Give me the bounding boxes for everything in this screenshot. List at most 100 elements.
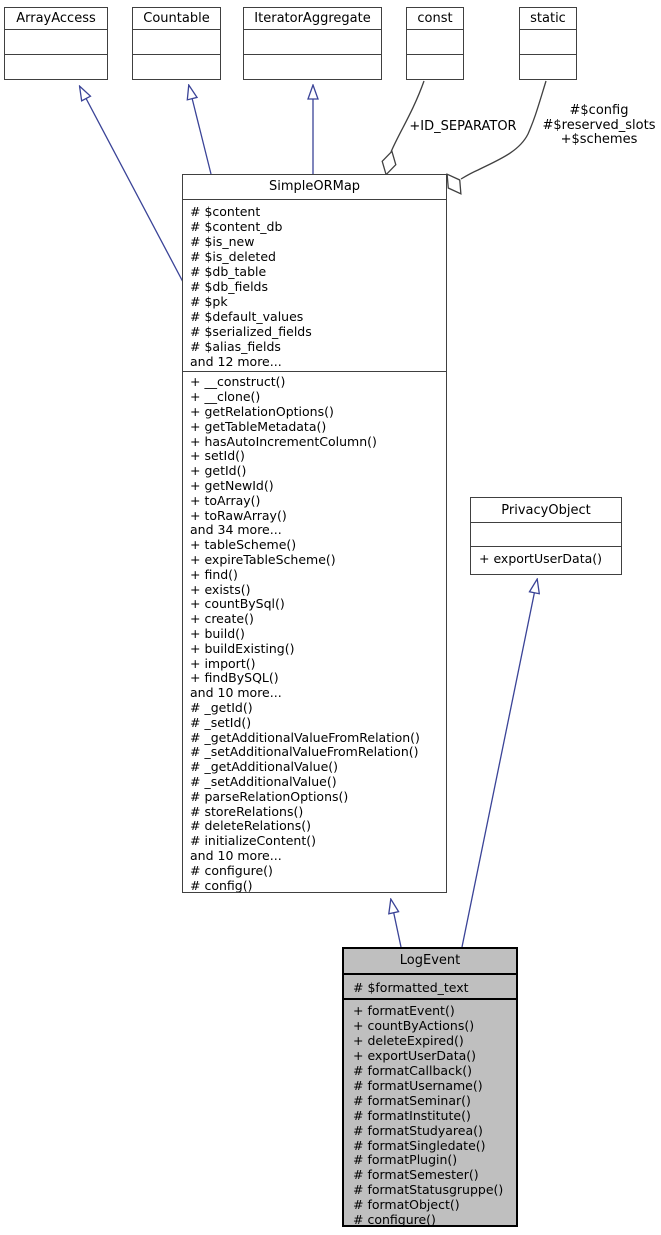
member-row: + findBySQL() [190, 671, 279, 686]
member-row: # $is_new [190, 233, 255, 249]
member-row: + find() [190, 567, 238, 582]
member-row: # configure() [190, 863, 273, 878]
member-row: # $serialized_fields [190, 323, 312, 339]
methods-compartment [5, 54, 107, 79]
member-row: # deleteRelations() [190, 819, 311, 834]
member-row: # formatUsername() [353, 1078, 483, 1093]
attributes-compartment [5, 29, 107, 54]
member-row: # _getAdditionalValueFromRelation() [190, 730, 420, 745]
member-row: # $pk [190, 293, 228, 309]
edge-label-static-members: #$config #$reserved_slots +$schemes [538, 103, 660, 148]
class-title: static [530, 11, 566, 26]
inheritance-edge-countable [189, 86, 212, 175]
edge-label-id-separator: +ID_SEPARATOR [409, 119, 517, 134]
edge-label-line: #$config [569, 103, 629, 118]
edge-label-line: +$schemes [560, 132, 638, 148]
class-box-arrayaccess[interactable]: ArrayAccess [4, 7, 108, 80]
member-row: # $default_values [190, 308, 304, 324]
member-row: + toArray() [190, 493, 261, 508]
member-row: and 34 more... [190, 523, 282, 538]
attributes-compartment [471, 522, 621, 546]
member-row: # _getAdditionalValue() [190, 760, 339, 775]
member-row: # formatStatusgruppe() [353, 1183, 504, 1198]
member-row: + getId() [190, 464, 247, 479]
methods-compartment [407, 54, 463, 79]
member-row: + tableScheme() [190, 538, 297, 553]
methods-compartment: + __construct()+ __clone()+ getRelationO… [183, 371, 446, 892]
member-row: and 10 more... [190, 848, 282, 863]
class-box-iteratoraggregate[interactable]: IteratorAggregate [243, 7, 382, 80]
member-row: + import() [190, 656, 256, 671]
member-row: # formatInstitute() [353, 1108, 471, 1123]
member-row: # $is_deleted [190, 248, 276, 264]
class-title: ArrayAccess [16, 11, 96, 26]
member-row: # storeRelations() [190, 804, 304, 819]
methods-compartment [520, 54, 576, 79]
class-box-const[interactable]: const [406, 7, 464, 80]
attributes-compartment [244, 29, 381, 54]
attributes-compartment: # $formatted_text [344, 972, 516, 999]
aggregation-edge-const [390, 80, 425, 153]
aggregation-diamond-const [381, 150, 397, 176]
member-row: + create() [190, 612, 254, 627]
member-row: # formatStudyarea() [353, 1123, 483, 1138]
member-row: + __clone() [190, 390, 261, 405]
member-row: + exportUserData() [353, 1049, 477, 1064]
class-box-simpleormap[interactable]: SimpleORMap # $content# $content_db# $is… [182, 174, 447, 893]
inheritance-edge-privacyobject [461, 580, 537, 948]
methods-compartment [133, 54, 220, 79]
methods-compartment: + formatEvent()+ countByActions()+ delet… [344, 998, 516, 1225]
methods-compartment: + exportUserData() [471, 546, 621, 574]
member-row: # formatSingledate() [353, 1138, 486, 1153]
member-row: + build() [190, 627, 245, 642]
member-row: # _getId() [190, 701, 253, 716]
member-row: + exists() [190, 582, 251, 597]
member-row: # formatSeminar() [353, 1093, 471, 1108]
member-row: + toRawArray() [190, 508, 287, 523]
attributes-compartment [520, 29, 576, 54]
class-title: SimpleORMap [268, 179, 361, 195]
member-row: # $db_table [190, 263, 267, 279]
member-row: + setId() [190, 449, 245, 464]
member-row: # $alias_fields [190, 338, 281, 354]
inheritance-edge-simpleormap [391, 900, 402, 948]
class-box-static[interactable]: static [519, 7, 577, 80]
member-row: and 10 more... [190, 686, 282, 701]
member-row: # formatPlugin() [353, 1153, 458, 1168]
member-row: + buildExisting() [190, 641, 295, 656]
member-row: # _setId() [190, 715, 252, 730]
member-row: # parseRelationOptions() [190, 789, 349, 804]
member-row: # configure() [353, 1213, 436, 1225]
attributes-compartment: # $content# $content_db# $is_new# $is_de… [183, 198, 446, 372]
member-row: + countBySql() [190, 597, 285, 612]
member-row: # config() [190, 878, 253, 892]
member-row: # formatSemester() [353, 1168, 479, 1183]
edge-label-line: #$reserved_slots [542, 117, 656, 133]
member-row: # $db_fields [190, 278, 269, 294]
attributes-compartment [407, 29, 463, 54]
class-title: const [417, 11, 453, 26]
member-row: + formatEvent() [353, 1004, 455, 1019]
class-title: LogEvent [399, 953, 461, 969]
member-row: + expireTableScheme() [190, 553, 336, 568]
methods-compartment [244, 54, 381, 79]
member-row: + __construct() [190, 375, 286, 390]
member-row: # formatCallback() [353, 1064, 472, 1079]
member-row: + hasAutoIncrementColumn() [190, 434, 377, 449]
attributes-compartment [133, 29, 220, 54]
member-row: + exportUserData() [479, 551, 603, 566]
member-row: # _setAdditionalValue() [190, 775, 337, 789]
member-row: # formatObject() [353, 1198, 460, 1213]
member-row: # $content_db [190, 218, 283, 234]
member-row: # $content [190, 203, 261, 219]
class-title: PrivacyObject [501, 502, 591, 518]
member-row: # $formatted_text [353, 979, 469, 995]
member-row: + countByActions() [353, 1019, 475, 1034]
member-row: + getRelationOptions() [190, 405, 334, 420]
class-box-logevent[interactable]: LogEvent # $formatted_text + formatEvent… [342, 947, 518, 1227]
class-box-privacyobject[interactable]: PrivacyObject + exportUserData() [470, 497, 622, 575]
class-box-countable[interactable]: Countable [132, 7, 221, 80]
class-title: Countable [143, 11, 210, 26]
member-row: + getNewId() [190, 479, 274, 494]
